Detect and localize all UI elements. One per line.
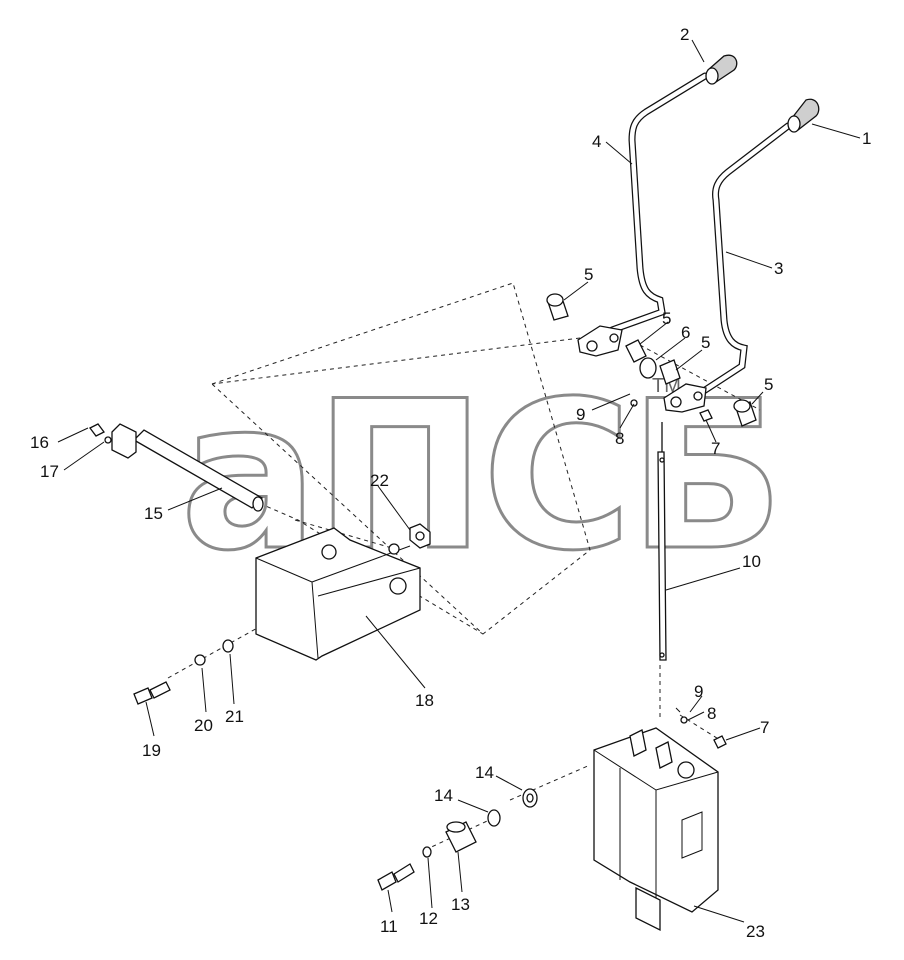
callout-9: 9 — [576, 405, 585, 424]
shaft-15 — [89, 423, 264, 512]
bracket-18 — [255, 527, 421, 661]
callout-20: 20 — [194, 716, 213, 735]
rod-10 — [657, 422, 667, 661]
knob-2 — [705, 54, 738, 85]
callout-5: 5 — [701, 333, 710, 352]
fasteners-top — [630, 399, 713, 422]
knob-1 — [787, 98, 820, 133]
callout-14: 14 — [475, 763, 494, 782]
nut-22 — [388, 523, 431, 555]
callout-12: 12 — [419, 909, 438, 928]
lever-3 — [663, 122, 792, 413]
callout-5: 5 — [764, 375, 773, 394]
callout-8: 8 — [615, 429, 624, 448]
callout-6: 6 — [681, 323, 690, 342]
callout-11: 11 — [380, 917, 398, 936]
callout-5: 5 — [584, 265, 593, 284]
bushings — [546, 293, 757, 427]
leader-lines — [57, 39, 861, 923]
callout-5: 5 — [662, 309, 671, 328]
callout-22: 22 — [370, 471, 389, 490]
callout-21: 21 — [225, 707, 244, 726]
callout-labels: 2 1 4 3 5 5 6 5 5 9 8 7 10 22 15 16 17 1… — [30, 25, 871, 941]
callout-4: 4 — [592, 132, 601, 151]
callout-3: 3 — [774, 259, 783, 278]
callout-15: 15 — [144, 504, 163, 523]
callout-2: 2 — [680, 25, 689, 44]
callout-1: 1 — [862, 129, 871, 148]
callout-23: 23 — [746, 922, 765, 941]
callout-10: 10 — [742, 552, 761, 571]
lever-4 — [577, 72, 709, 357]
bolt-19 — [133, 639, 234, 705]
control-valve-23 — [593, 727, 719, 932]
bolt-11 — [377, 846, 432, 891]
callout-14: 14 — [434, 786, 453, 805]
callout-7: 7 — [760, 718, 769, 737]
callout-18: 18 — [415, 691, 434, 710]
callout-17: 17 — [40, 462, 59, 481]
sleeve-13 — [445, 821, 477, 853]
callout-8: 8 — [707, 704, 716, 723]
callout-19: 19 — [142, 741, 161, 760]
callout-7: 7 — [711, 439, 720, 458]
seals-14 — [487, 788, 538, 827]
fasteners-valve — [675, 707, 727, 749]
callout-13: 13 — [451, 895, 470, 914]
callout-16: 16 — [30, 433, 49, 452]
callout-9: 9 — [694, 682, 703, 701]
